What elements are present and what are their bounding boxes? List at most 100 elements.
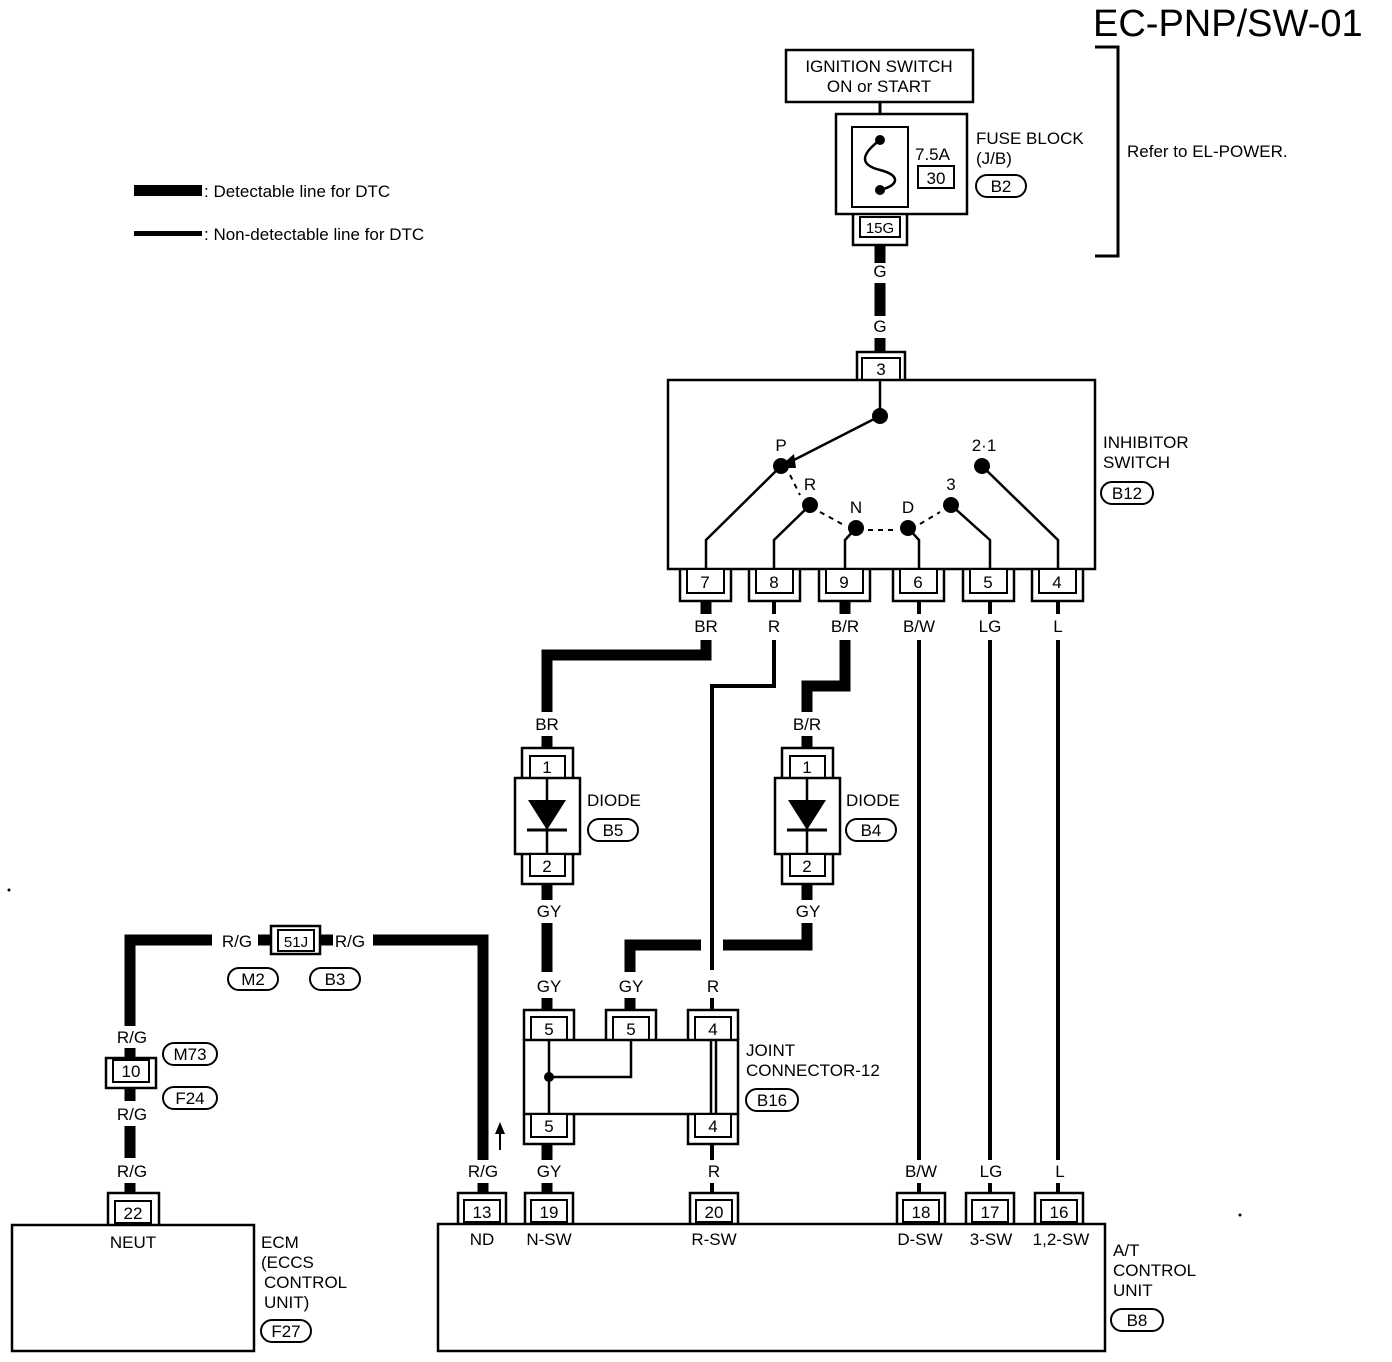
diode-b5-label: DIODE	[587, 791, 641, 810]
legend: : Detectable line for DTC : Non-detectab…	[134, 182, 424, 244]
wire-label-br-r-1: B/R	[831, 617, 859, 636]
ignition-label-2: ON or START	[827, 77, 931, 96]
fuse-rating: 7.5A	[915, 145, 951, 164]
refer-text: Refer to EL-POWER.	[1127, 142, 1288, 161]
fuse-block-label-2: (J/B)	[976, 149, 1012, 168]
relay-terminal: 10	[122, 1062, 141, 1081]
terminal-label: 18	[912, 1203, 931, 1222]
pin-name: N-SW	[526, 1230, 571, 1249]
wire-label-lg-1: LG	[979, 617, 1002, 636]
terminal-label: 20	[705, 1203, 724, 1222]
connector-m73: M73	[173, 1045, 206, 1064]
terminal-label: 9	[839, 573, 848, 592]
joint-label-1: JOINT	[746, 1041, 795, 1060]
joint-bottom-pin-2: 4	[708, 1117, 717, 1136]
joint-top-pin-1: 5	[544, 1020, 553, 1039]
joint-bottom-pin-1: 5	[544, 1117, 553, 1136]
wire-label-g-2: G	[873, 317, 886, 336]
scan-dot	[1238, 1213, 1242, 1217]
diode-b5-pin-2: 2	[542, 857, 551, 876]
wire-label-bw-2: B/W	[905, 1162, 937, 1181]
wire-label-rg-6: R/G	[468, 1162, 498, 1181]
diode-b4-pin-1: 1	[802, 758, 811, 777]
fuse-terminal: 15G	[866, 220, 894, 237]
legend-thick-line	[134, 185, 202, 196]
joint-connector-id: B16	[757, 1091, 787, 1110]
position-n: N	[850, 498, 862, 517]
splice-terminal: 51J	[284, 934, 308, 951]
wire-label-gy-2: GY	[796, 902, 821, 921]
wire-label-br-2: BR	[535, 715, 559, 734]
pin-name: D-SW	[897, 1230, 942, 1249]
ecm-label-3: CONTROL	[264, 1273, 347, 1292]
atcu-terminal-17: 17 3-SW	[964, 1191, 1016, 1249]
wire-label-rg-5: R/G	[117, 1162, 147, 1181]
wire-label-gy-1: GY	[537, 902, 562, 921]
atcu-connector-id: B8	[1127, 1311, 1148, 1330]
wire-label-g-1: G	[873, 262, 886, 281]
diode-b4-connector-id: B4	[861, 821, 882, 840]
connector-m73-f24: 10 M73 F24	[104, 1042, 218, 1110]
diode-b4: 1 2 DIODE B4	[773, 746, 900, 886]
inhibitor-terminal-6: 6	[891, 568, 946, 603]
legend-detectable-text: : Detectable line for DTC	[204, 182, 390, 201]
inhibitor-switch: 3 P R N D 3 2·1 INHIBITOR SWITCH B12 7	[666, 350, 1189, 603]
pin-name: ND	[470, 1230, 495, 1249]
terminal-label: 6	[913, 573, 922, 592]
terminal-label: 4	[1052, 573, 1061, 592]
fuse-block-label-1: FUSE BLOCK	[976, 129, 1084, 148]
ignition-switch: IGNITION SWITCH ON or START	[784, 48, 975, 104]
joint-top-pin-2: 5	[626, 1020, 635, 1039]
inhibitor-connector-id: B12	[1112, 484, 1142, 503]
inhibitor-terminal-7: 7	[678, 568, 733, 603]
at-control-unit: 13 ND 19 N-SW 20 R-SW 18 D-SW 17 3-SW	[436, 1191, 1196, 1353]
terminal-label: 19	[540, 1203, 559, 1222]
pin-name: R-SW	[691, 1230, 736, 1249]
wire-label-rg-1: R/G	[222, 932, 252, 951]
inhibitor-terminal-4: 4	[1030, 568, 1085, 603]
ecm-terminal: 22	[124, 1204, 143, 1223]
wire-label-bw-1: B/W	[903, 617, 935, 636]
atcu-label-1: A/T	[1113, 1241, 1139, 1260]
wire-label-r-1: R	[768, 617, 780, 636]
atcu-terminal-20: 20 R-SW	[688, 1191, 740, 1249]
diode-b5: 1 2 DIODE B5	[513, 746, 641, 886]
position-p: P	[775, 436, 786, 455]
atcu-label-3: UNIT	[1113, 1281, 1153, 1300]
atcu-terminal-13: 13 ND	[456, 1191, 508, 1249]
inhibitor-terminal-5: 5	[961, 568, 1016, 603]
atcu-label-2: CONTROL	[1113, 1261, 1196, 1280]
pin-name: 3-SW	[970, 1230, 1013, 1249]
inhibitor-terminal-8: 8	[747, 568, 802, 603]
fuse-block: 7.5A 30 FUSE BLOCK (J/B) B2 15G	[834, 102, 1084, 247]
diode-b4-pin-2: 2	[802, 857, 811, 876]
terminal-label: 13	[473, 1203, 492, 1222]
ecm-connector-id: F27	[271, 1322, 300, 1341]
joint-label-2: CONNECTOR-12	[746, 1061, 880, 1080]
terminal-label: 8	[769, 573, 778, 592]
terminal-label: 17	[981, 1203, 1000, 1222]
atcu-terminal-16: 16 1,2-SW	[1033, 1191, 1090, 1249]
atcu-terminal-19: 19 N-SW	[523, 1191, 575, 1249]
legend-thin-line	[134, 231, 202, 236]
inhibitor-terminal-9: 9	[817, 568, 872, 603]
position-d: D	[902, 498, 914, 517]
position-3: 3	[946, 475, 955, 494]
wire-label-l-2: L	[1055, 1162, 1064, 1181]
pin-name: 1,2-SW	[1033, 1230, 1090, 1249]
wire-label-br-1: BR	[694, 617, 718, 636]
wire-label-gy-5: GY	[537, 1162, 562, 1181]
terminal-label: 16	[1050, 1203, 1069, 1222]
inhibitor-top-terminal: 3	[876, 360, 885, 379]
position-2-1: 2·1	[972, 436, 997, 455]
terminal-label: 5	[983, 573, 992, 592]
fuse-number: 30	[927, 169, 946, 188]
ecm-pin-name: NEUT	[110, 1233, 156, 1252]
wire-label-br-r-2: B/R	[793, 715, 821, 734]
legend-non-detectable-text: : Non-detectable line for DTC	[204, 225, 424, 244]
connector-f24: F24	[175, 1089, 204, 1108]
joint-connector-12: 5 5 4 5 4 JOINT CONNECTOR-12 B16	[522, 1008, 880, 1146]
wire-label-gy-4: GY	[619, 977, 644, 996]
inhibitor-label-2: SWITCH	[1103, 453, 1170, 472]
